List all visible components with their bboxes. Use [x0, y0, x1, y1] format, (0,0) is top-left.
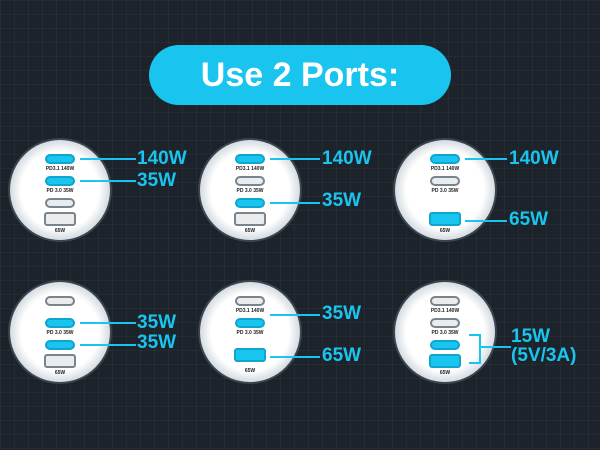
usb-a-label: 65W [439, 228, 451, 234]
callout-line [80, 322, 136, 324]
charger-faceplate: PD3.1 140W PD 3.0 35W 65W [395, 140, 495, 240]
usb-c1-port [45, 154, 75, 164]
usb-c1-label: PD3.1 140W [430, 308, 460, 314]
charger-faceplate: PD3.1 140W PD 3.0 35W 65W [200, 282, 300, 382]
callout-line [80, 180, 136, 182]
callout-line [270, 202, 320, 204]
callout-watt: 15W [511, 326, 551, 347]
usb-c2-port [430, 176, 460, 186]
charger-config-3: PD3.1 140W PD 3.0 35W 65W 140W 65W [385, 140, 585, 290]
callout-line [80, 344, 136, 346]
charger-config-1: PD3.1 140W PD 3.0 35W 65W 140W 35W [0, 140, 200, 290]
callout-line [270, 158, 320, 160]
usb-a-port [429, 212, 461, 226]
callout-watt: 35W [137, 312, 177, 333]
usb-c1-port [235, 296, 265, 306]
callout-line [80, 158, 136, 160]
usb-c1-port [430, 296, 460, 306]
callout-line [481, 346, 511, 348]
title-banner: Use 2 Ports: [149, 45, 451, 105]
charger-config-5: PD3.1 140W PD 3.0 35W 65W 35W 65W [190, 282, 390, 432]
usb-a-port [234, 348, 266, 362]
callout-watt: 65W [322, 345, 362, 366]
usb-a-port [44, 354, 76, 368]
usb-c2-label: PD 3.0 35W [46, 188, 74, 194]
callout-watt: 65W [509, 209, 549, 230]
usb-c2-port [235, 318, 265, 328]
charger-config-6: PD3.1 140W PD 3.0 35W 65W 15W (5V/3A) [385, 282, 585, 432]
usb-c2-label: PD 3.0 35W [46, 330, 74, 336]
usb-c2-label: PD 3.0 35W [236, 330, 264, 336]
usb-a-label: 65W [244, 368, 256, 374]
usb-c2-port [45, 176, 75, 186]
usb-c2-label: PD 3.0 35W [431, 188, 459, 194]
callout-bracket [469, 334, 481, 364]
usb-c2-port [430, 318, 460, 328]
usb-c3-port [45, 340, 75, 350]
callout-line [270, 356, 320, 358]
callout-watt: 140W [509, 148, 559, 169]
usb-c1-label: PD3.1 140W [235, 308, 265, 314]
usb-a-label: 65W [54, 370, 66, 376]
usb-c1-port [45, 296, 75, 306]
usb-c2-label: PD 3.0 35W [236, 188, 264, 194]
charger-config-2: PD3.1 140W PD 3.0 35W 65W 140W 35W [190, 140, 390, 290]
callout-line [465, 158, 507, 160]
usb-a-label: 65W [244, 228, 256, 234]
usb-c3-port [45, 198, 75, 208]
callout-watt: 35W [322, 303, 362, 324]
usb-c1-label: PD3.1 140W [430, 166, 460, 172]
charger-config-4: PD 3.0 35W 65W 35W 35W [0, 282, 200, 432]
usb-c1-port [235, 154, 265, 164]
charger-faceplate: PD3.1 140W PD 3.0 35W 65W [10, 140, 110, 240]
usb-c1-label: PD3.1 140W [45, 166, 75, 172]
charger-faceplate: PD3.1 140W PD 3.0 35W 65W [200, 140, 300, 240]
usb-c2-port [45, 318, 75, 328]
callout-watt: 140W [322, 148, 372, 169]
usb-a-port [234, 212, 266, 226]
callout-voltage: (5V/3A) [511, 345, 577, 366]
usb-c2-label: PD 3.0 35W [431, 330, 459, 336]
callout-line [270, 314, 320, 316]
usb-a-port [429, 354, 461, 368]
callout-line [465, 220, 507, 222]
usb-c3-port [430, 340, 460, 350]
page-title: Use 2 Ports: [200, 55, 400, 94]
usb-c1-label: PD3.1 140W [235, 166, 265, 172]
charger-faceplate: PD3.1 140W PD 3.0 35W 65W [395, 282, 495, 382]
callout-watt: 35W [322, 190, 362, 211]
callout-watt: 35W [137, 170, 177, 191]
charger-faceplate: PD 3.0 35W 65W [10, 282, 110, 382]
usb-a-label: 65W [439, 370, 451, 376]
usb-c2-port [235, 176, 265, 186]
usb-a-port [44, 212, 76, 226]
callout-watt: 35W [137, 332, 177, 353]
usb-a-label: 65W [54, 228, 66, 234]
callout-watt: 140W [137, 148, 187, 169]
usb-c1-port [430, 154, 460, 164]
usb-c3-port [235, 198, 265, 208]
